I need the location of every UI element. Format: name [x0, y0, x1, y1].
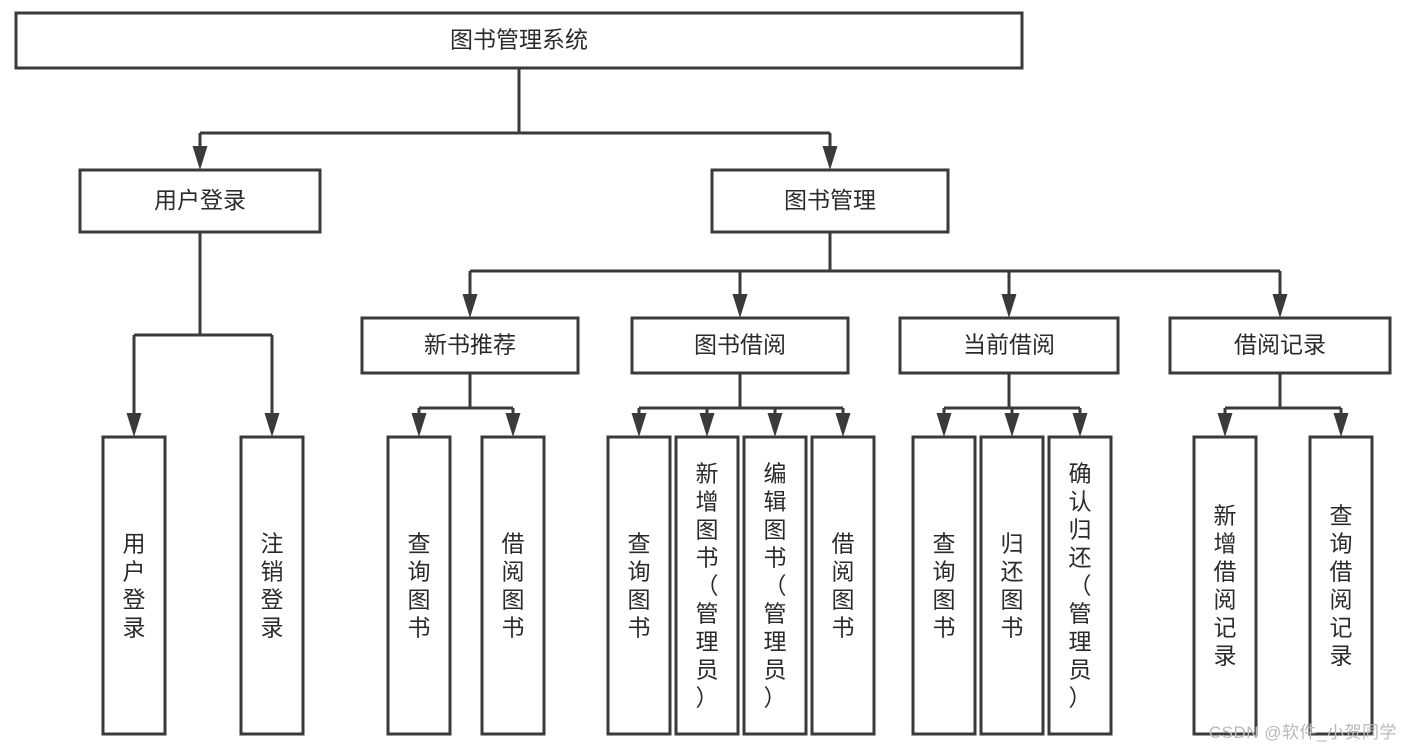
node-leaf-5[interactable]: 新增图书（管理员） — [674, 435, 740, 736]
branch-book-management-to-1-arrowhead — [732, 294, 748, 318]
node-leaf-9-box[interactable] — [979, 435, 1045, 736]
node-leaf-2-box[interactable] — [386, 435, 452, 736]
node-level2-1-box[interactable] — [710, 168, 950, 234]
node-level2-1-label: 图书管理 — [784, 187, 876, 213]
node-leaf-10-label: 确认归还（管理员） — [1069, 460, 1092, 710]
node-leaf-4-label: 查询图书 — [628, 530, 651, 640]
node-level2-0[interactable]: 用户登录 — [78, 168, 322, 234]
node-leaf-12-box[interactable] — [1308, 435, 1374, 736]
node-leaf-3[interactable]: 借阅图书 — [480, 435, 546, 736]
branch-level3-1-to-0-arrowhead — [631, 413, 647, 437]
branch-book-management-to-3-arrowhead — [1272, 294, 1288, 318]
branch-level3-2-to-2-arrowhead — [1072, 413, 1088, 437]
node-leaf-12[interactable]: 查询借阅记录 — [1308, 435, 1374, 736]
node-level3-3[interactable]: 借阅记录 — [1168, 316, 1392, 375]
node-leaf-8-label: 查询图书 — [933, 530, 956, 640]
node-level2-1[interactable]: 图书管理 — [710, 168, 950, 234]
branch-user-login-to-1-arrowhead — [264, 413, 280, 437]
node-root-box[interactable] — [14, 11, 1024, 70]
node-leaf-8-box[interactable] — [911, 435, 977, 736]
branch-book-management-to-2-arrowhead — [1001, 294, 1017, 318]
branch-level3-2-to-1-arrowhead — [1004, 413, 1020, 437]
nodes-layer: 图书管理系统用户登录图书管理新书推荐图书借阅当前借阅借阅记录用户登录注销登录查询… — [14, 11, 1392, 736]
node-leaf-0-label: 用户登录 — [123, 530, 146, 640]
node-leaf-6-box[interactable] — [742, 435, 808, 736]
node-leaf-4[interactable]: 查询图书 — [606, 435, 672, 736]
node-leaf-10-box[interactable] — [1047, 435, 1113, 736]
node-leaf-7-label: 借阅图书 — [832, 530, 855, 640]
branch-level3-0-to-1-arrowhead — [505, 413, 521, 437]
node-root-label: 图书管理系统 — [450, 27, 588, 53]
connectors-layer — [126, 68, 1349, 437]
branch-book-management-to-0-arrowhead — [462, 294, 478, 318]
node-leaf-4-box[interactable] — [606, 435, 672, 736]
node-leaf-7[interactable]: 借阅图书 — [810, 435, 876, 736]
node-leaf-0[interactable]: 用户登录 — [101, 435, 167, 736]
branch-level3-2-to-0-arrowhead — [936, 413, 952, 437]
node-leaf-11[interactable]: 新增借阅记录 — [1192, 435, 1258, 736]
branch-level3-3-to-0-arrowhead — [1217, 413, 1233, 437]
node-leaf-1[interactable]: 注销登录 — [239, 435, 305, 736]
node-leaf-3-box[interactable] — [480, 435, 546, 736]
node-leaf-2-label: 查询图书 — [408, 530, 431, 640]
node-leaf-2[interactable]: 查询图书 — [386, 435, 452, 736]
node-leaf-0-box[interactable] — [101, 435, 167, 736]
node-leaf-11-box[interactable] — [1192, 435, 1258, 736]
node-leaf-6-label: 编辑图书（管理员） — [764, 460, 787, 710]
branch-level3-0-to-0-arrowhead — [411, 413, 427, 437]
node-level3-3-box[interactable] — [1168, 316, 1392, 375]
node-leaf-12-label: 查询借阅记录 — [1330, 502, 1353, 668]
node-level3-0-label: 新书推荐 — [424, 332, 516, 358]
node-leaf-11-label: 新增借阅记录 — [1214, 502, 1237, 668]
branch-level3-1-to-3-arrowhead — [835, 413, 851, 437]
node-leaf-5-label: 新增图书（管理员） — [696, 460, 719, 710]
branch-root-to-0-arrowhead — [192, 146, 208, 170]
watermark-label: CSDN @软件_小贺同学 — [1208, 723, 1397, 742]
node-leaf-5-box[interactable] — [674, 435, 740, 736]
node-level3-2[interactable]: 当前借阅 — [898, 316, 1120, 375]
node-level3-1-box[interactable] — [630, 316, 850, 375]
node-leaf-1-label: 注销登录 — [261, 530, 284, 640]
node-root[interactable]: 图书管理系统 — [14, 11, 1024, 70]
node-level3-2-box[interactable] — [898, 316, 1120, 375]
node-level3-0-box[interactable] — [360, 316, 580, 375]
branch-level3-1-to-2-arrowhead — [767, 413, 783, 437]
node-leaf-7-box[interactable] — [810, 435, 876, 736]
branch-user-login-to-0-arrowhead — [126, 413, 142, 437]
node-level3-2-label: 当前借阅 — [963, 332, 1055, 358]
node-level2-0-box[interactable] — [78, 168, 322, 234]
node-level3-1[interactable]: 图书借阅 — [630, 316, 850, 375]
node-leaf-8[interactable]: 查询图书 — [911, 435, 977, 736]
node-leaf-9-label: 归还图书 — [1001, 530, 1024, 640]
node-leaf-6[interactable]: 编辑图书（管理员） — [742, 435, 808, 736]
branch-level3-3-to-1-arrowhead — [1333, 413, 1349, 437]
node-level3-3-label: 借阅记录 — [1234, 332, 1326, 358]
branch-level3-1-to-1-arrowhead — [699, 413, 715, 437]
node-leaf-1-box[interactable] — [239, 435, 305, 736]
node-level2-0-label: 用户登录 — [154, 187, 246, 213]
branch-root-to-1-arrowhead — [822, 146, 838, 170]
node-leaf-10[interactable]: 确认归还（管理员） — [1047, 435, 1113, 736]
node-leaf-9[interactable]: 归还图书 — [979, 435, 1045, 736]
node-level3-0[interactable]: 新书推荐 — [360, 316, 580, 375]
node-leaf-3-label: 借阅图书 — [502, 530, 525, 640]
node-level3-1-label: 图书借阅 — [694, 332, 786, 358]
